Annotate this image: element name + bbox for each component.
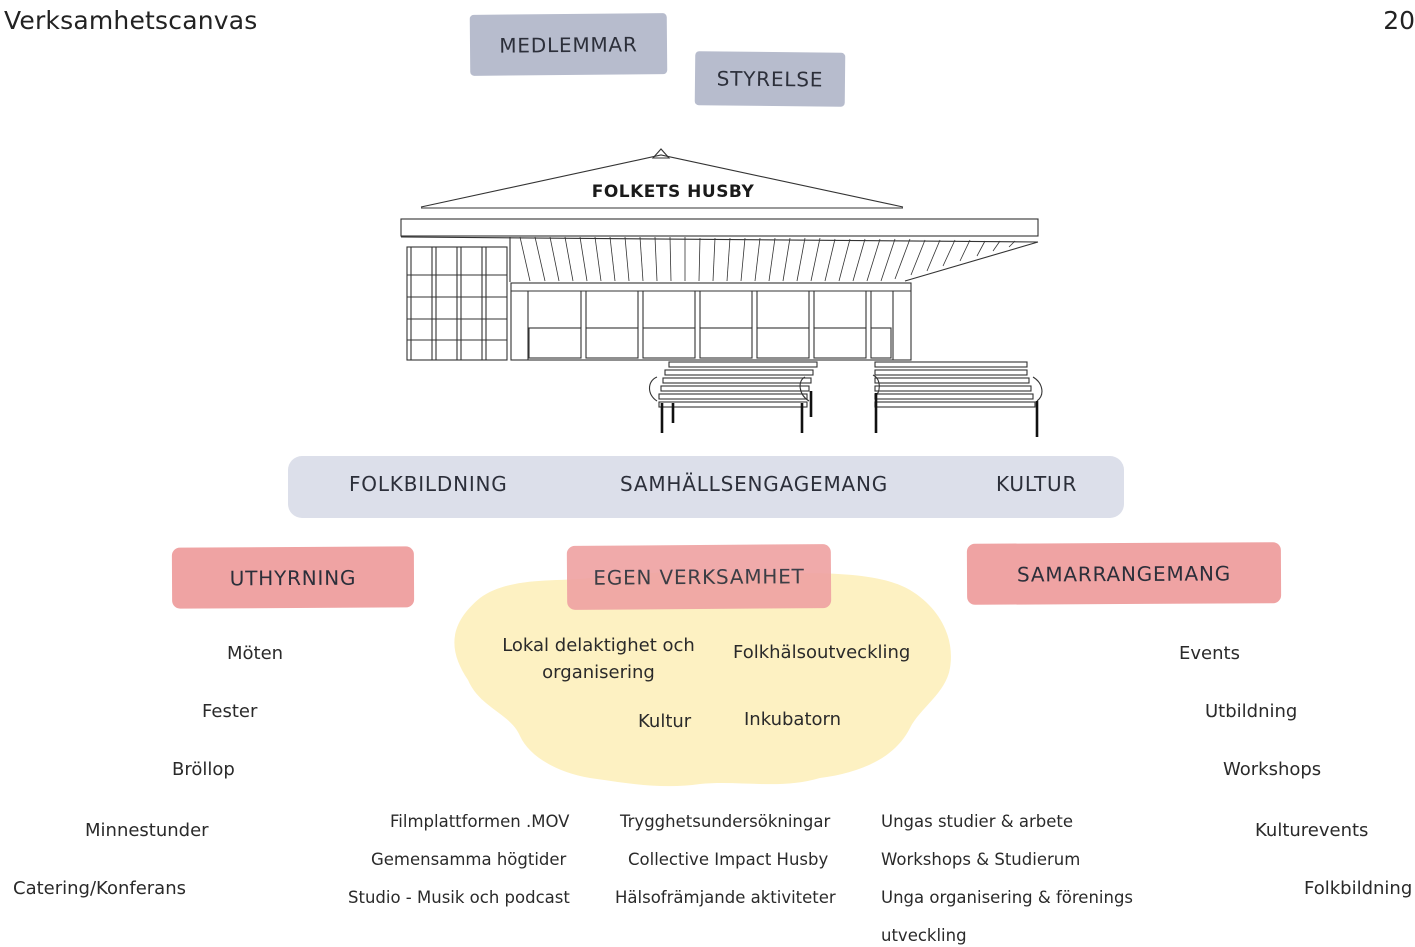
board-label: STYRELSE	[716, 66, 824, 92]
page-number: 20	[1383, 6, 1415, 35]
page-title: Verksamhetscanvas	[4, 6, 258, 35]
pillars-band	[288, 456, 1124, 518]
partnership-item: Utbildning	[1205, 701, 1298, 722]
own-sub-item: Studio - Musik och podcast	[348, 888, 570, 907]
pillar-folkbildning: FOLKBILDNING	[349, 472, 508, 496]
rental-item: Fester	[202, 701, 258, 722]
category-rental-box: UTHYRNING	[171, 546, 415, 609]
building-name: FOLKETS HUSBY	[592, 182, 755, 202]
own-activity-highlight	[454, 571, 951, 787]
own-sub-item: Unga organisering & förenings	[881, 888, 1134, 907]
category-partnership-box: SAMARRANGEMANG	[966, 542, 1282, 605]
own-sub-item: Trygghetsundersökningar	[620, 812, 831, 831]
category-partnership-label: SAMARRANGEMANG	[1016, 560, 1232, 587]
category-own-box: EGEN VERKSAMHET	[566, 544, 832, 610]
own-sub-item: Ungas studier & arbete	[881, 812, 1073, 831]
own-sub-item: Collective Impact Husby	[628, 850, 829, 869]
rental-item: Catering/Konferans	[13, 878, 186, 899]
board-box: STYRELSE	[694, 51, 846, 107]
own-core-item: Lokal delaktighet och organisering	[502, 635, 695, 683]
own-core-item: Inkubatorn	[744, 709, 842, 730]
own-core-item: Kultur	[638, 711, 692, 732]
own-sub-item: utveckling	[881, 926, 967, 945]
pillar-samhallsengagemang: SAMHÄLLSENGAGEMANG	[620, 472, 889, 496]
partnership-item: Kulturevents	[1255, 820, 1369, 841]
category-rental-label: UTHYRNING	[229, 565, 357, 590]
pillar-kultur: KULTUR	[996, 472, 1078, 496]
building-illustration: FOLKETS HUSBY	[400, 148, 1043, 437]
rental-item: Minnestunder	[85, 820, 209, 841]
members-box: MEDLEMMAR	[469, 13, 668, 76]
rental-item: Möten	[227, 643, 284, 664]
own-sub-item: Gemensamma högtider	[371, 850, 567, 869]
partnership-item: Workshops	[1223, 759, 1322, 780]
category-own-label: EGEN VERKSAMHET	[593, 564, 805, 590]
own-sub-item: Hälsofrämjande aktiviteter	[615, 888, 836, 907]
partnership-item: Folkbildning	[1304, 878, 1413, 899]
own-sub-item: Filmplattformen .MOV	[390, 812, 570, 831]
partnership-item: Events	[1179, 643, 1240, 664]
members-label: MEDLEMMAR	[499, 31, 638, 58]
rental-item: Bröllop	[172, 759, 235, 780]
own-core-item: Folkhälsoutveckling	[733, 642, 911, 663]
own-sub-item: Workshops & Studierum	[881, 850, 1081, 869]
